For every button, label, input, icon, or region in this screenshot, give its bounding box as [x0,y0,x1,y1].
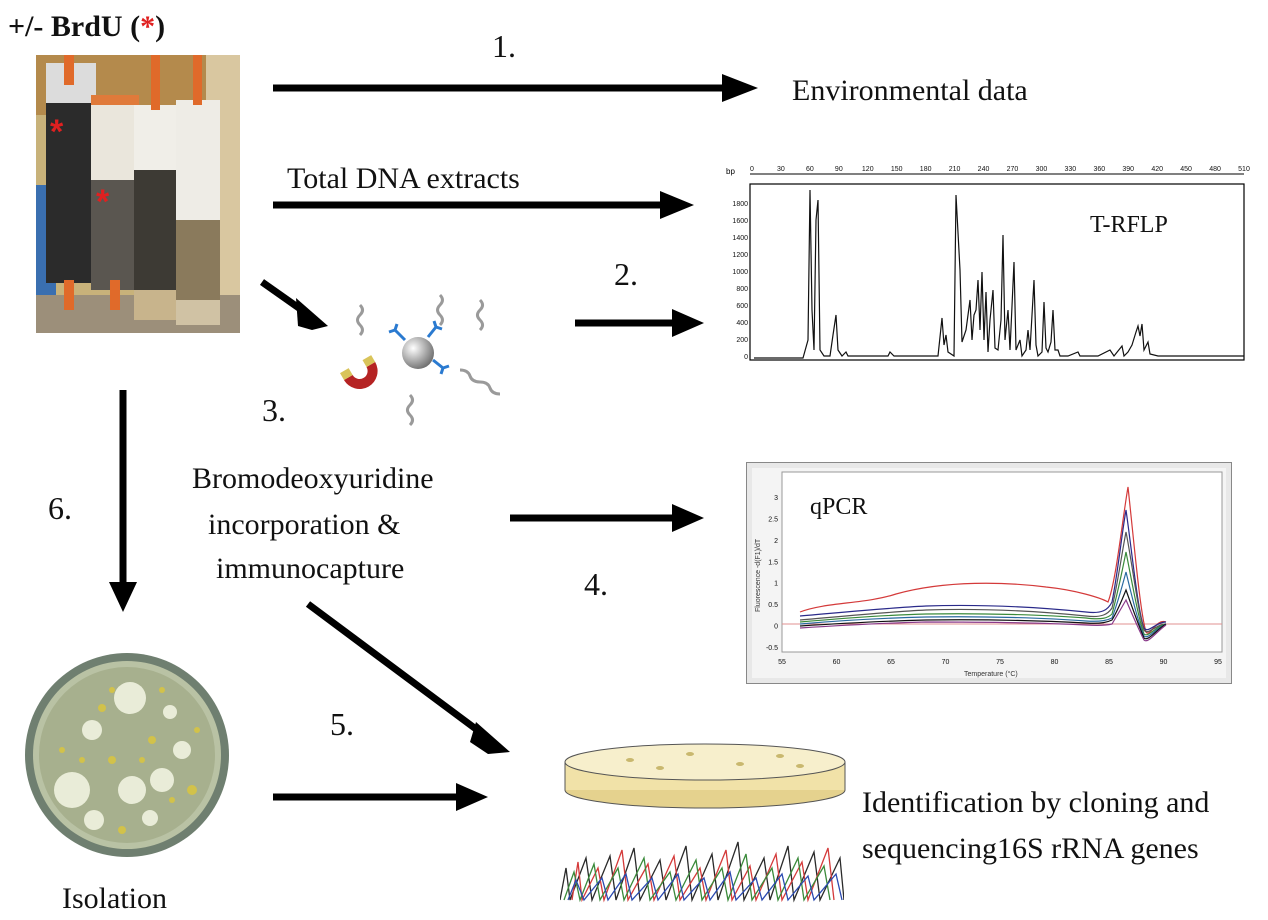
qpcr-y-tick-label: 3 [774,495,778,502]
trflp-y-tick-label: 1000 [732,269,748,276]
qpcr-x-tick-label: 55 [778,659,786,666]
qpcr-x-tick-label: 60 [833,659,841,666]
trflp-y-tick-label: 200 [736,337,748,344]
trflp-top-tick-label: 180 [920,166,932,173]
culture-plate-illustration [564,743,846,809]
qpcr-x-tick-label: 95 [1214,659,1222,666]
trflp-top-tick-label: 420 [1151,166,1163,173]
trflp-bp-label: bp [726,167,735,176]
step-3-label: 3. [262,392,286,428]
qpcr-title: qPCR [810,494,867,520]
trflp-y-tick-label: 800 [736,286,748,293]
qpcr-x-tick-label: 75 [996,659,1004,666]
qpcr-y-tick-label: 2.5 [768,516,778,523]
qpcr-y-tick-label: 0 [774,624,778,631]
svg-text:*: * [96,183,110,221]
step-1-label: 1. [492,28,516,64]
qpcr-y-tick-label: 0.5 [768,602,778,609]
qpcr-curve [799,588,1167,640]
trflp-chart: bp 0 30 60 90 120 150 180 210 240 270 300 330 360 390… [718,160,1258,365]
trflp-top-tick-label: 450 [1180,166,1192,173]
brdu-title-prefix: +/- BrdU ( [8,10,141,43]
qpcr-y-tick-label: -0.5 [766,645,778,652]
brdu-label-line2: incorporation & [208,508,401,541]
trflp-top-tick-label: 480 [1209,166,1221,173]
qpcr-x-tick-label: 70 [942,659,950,666]
step-5-label: 5. [330,706,354,742]
qpcr-curve [799,598,1167,642]
trflp-y-tick-label: 600 [736,303,748,310]
total-dna-label: Total DNA extracts [287,162,520,195]
immunocapture-bead-illustration [340,293,501,427]
isolation-label: Isolation [62,882,167,915]
trflp-top-tick-label: 330 [1065,166,1077,173]
qpcr-xlabel: Temperature (°C) [964,670,1018,678]
trflp-top-tick-label: 240 [978,166,990,173]
trflp-title: T-RFLP [1090,212,1168,238]
trflp-y-tick-label: 400 [736,320,748,327]
brdu-title-suffix: ) [155,10,166,43]
qpcr-y-ticks: 3 2.5 2 1.5 1 0.5 0 -0.5 [766,495,778,652]
brdu-title: +/- BrdU (*) [8,10,165,44]
sequencing-chromatogram [560,841,844,903]
brdu-label-line1: Bromodeoxyuridine [192,462,434,495]
qpcr-curve [799,571,1167,638]
trflp-y-tick-label: 1800 [732,201,748,208]
trflp-top-tick-label: 0 [750,166,754,173]
step-2-label: 2. [614,256,638,292]
qpcr-y-tick-label: 1 [774,581,778,588]
trflp-trace [754,189,1244,359]
trflp-top-tick-label: 30 [777,166,785,173]
trflp-top-tick-label: 210 [949,166,961,173]
asterisk-icon: * [140,10,156,43]
qpcr-curve [799,551,1167,636]
environmental-data-label: Environmental data [792,74,1028,107]
qpcr-chart: Fluorescence -d(F1)/dT Temperature (°C) … [746,462,1232,684]
trflp-top-tick-label: 510 [1238,166,1250,173]
trflp-top-tick-label: 120 [862,166,874,173]
identification-label-line2: sequencing16S rRNA genes [862,832,1199,865]
svg-text:*: * [50,113,64,151]
qpcr-x-tick-label: 85 [1105,659,1113,666]
qpcr-x-tick-label: 65 [887,659,895,666]
qpcr-x-tick-label: 80 [1051,659,1059,666]
qpcr-y-tick-label: 1.5 [768,559,778,566]
step-6-label: 6. [48,490,72,526]
trflp-y-tick-label: 1400 [732,235,748,242]
trflp-y-tick-label: 0 [744,354,748,361]
petri-dish-colonies-photo [25,653,229,857]
trflp-top-tick-label: 150 [891,166,903,173]
trflp-y-tick-label: 1200 [732,252,748,259]
qpcr-ylabel: Fluorescence -d(F1)/dT [755,538,762,612]
trflp-top-tick-label: 300 [1036,166,1048,173]
qpcr-y-tick-label: 2 [774,538,778,545]
qpcr-curve [799,531,1167,633]
trflp-y-tick-label: 1600 [732,218,748,225]
identification-label-line1: Identification by cloning and [862,786,1210,819]
qpcr-x-tick-label: 90 [1160,659,1168,666]
step-4-label: 4. [584,566,608,602]
qpcr-x-ticks: 55 60 65 70 75 80 85 90 95 [778,659,1222,666]
trflp-top-tick-label: 90 [835,166,843,173]
soil-columns-photo: * * [36,55,240,333]
brdu-label-line3: immunocapture [216,552,405,585]
trflp-top-ticks: 0 30 60 90 120 150 180 210 240 270 300 330 360 390 420… [750,166,1250,173]
trflp-top-tick-label: 360 [1093,166,1105,173]
arrow-to-sequencing [305,601,491,741]
trflp-top-tick-label: 60 [806,166,814,173]
qpcr-curve [799,486,1167,634]
trflp-top-tick-label: 390 [1122,166,1134,173]
trflp-y-ticks: 1800 1600 1400 1200 1000 800 600 400 200 0 [732,201,748,361]
trflp-top-tick-label: 270 [1007,166,1019,173]
